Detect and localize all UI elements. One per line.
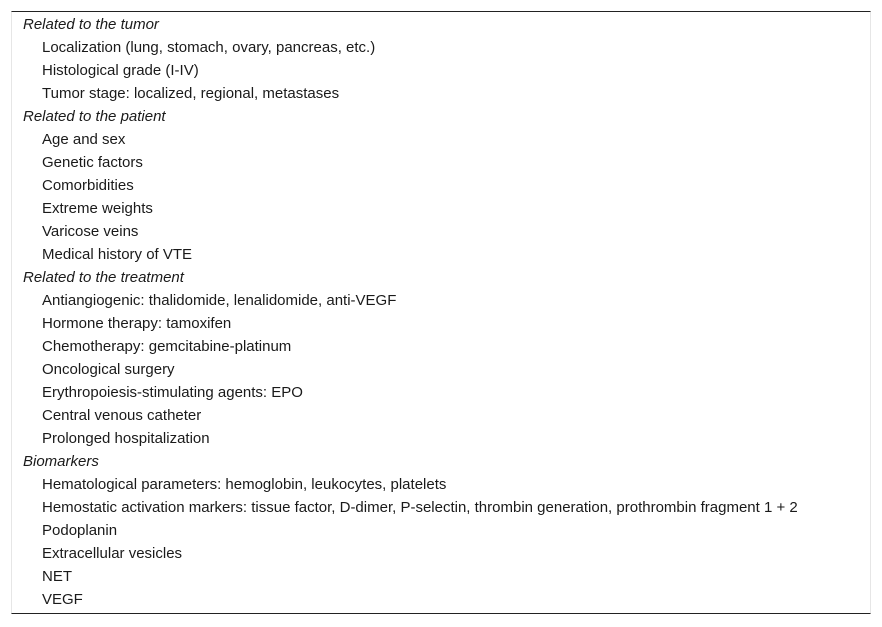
table-row: Localization (lung, stomach, ovary, panc…: [42, 39, 376, 56]
table-row: Extracellular vesicles: [42, 545, 183, 562]
table-row: Extreme weights: [42, 200, 153, 217]
table-row: VEGF: [42, 591, 83, 608]
table-row: Prolonged hospitalization: [42, 430, 210, 447]
risk-factor-table: Related to the tumor Localization (lung,…: [11, 11, 871, 614]
section-heading-biomarkers: Biomarkers: [23, 453, 99, 470]
table-row: Medical history of VTE: [42, 246, 193, 263]
table-row: Antiangiogenic: thalidomide, lenalidomid…: [42, 292, 397, 309]
table-row: Age and sex: [42, 131, 126, 148]
table-row: NET: [42, 568, 72, 585]
table-row: Varicose veins: [42, 223, 139, 240]
table-row: Central venous catheter: [42, 407, 202, 424]
table-row: Hemostatic activation markers: tissue fa…: [42, 499, 798, 516]
section-heading-tumor: Related to the tumor: [23, 16, 159, 33]
section-heading-treatment: Related to the treatment: [23, 269, 184, 286]
table-row: Chemotherapy: gemcitabine-platinum: [42, 338, 292, 355]
table-row: Podoplanin: [42, 522, 118, 539]
table-body: Related to the tumor Localization (lung,…: [12, 12, 798, 611]
table-row: Hematological parameters: hemoglobin, le…: [42, 476, 447, 493]
table-row: Oncological surgery: [42, 361, 175, 378]
table-row: Erythropoiesis-stimulating agents: EPO: [42, 384, 303, 401]
table-row: Genetic factors: [42, 154, 143, 171]
table-row: Histological grade (I-IV): [42, 62, 199, 79]
table-row: Comorbidities: [42, 177, 134, 194]
table-row: Tumor stage: localized, regional, metast…: [42, 85, 340, 102]
section-heading-patient: Related to the patient: [23, 108, 166, 125]
table-row: Hormone therapy: tamoxifen: [42, 315, 232, 332]
